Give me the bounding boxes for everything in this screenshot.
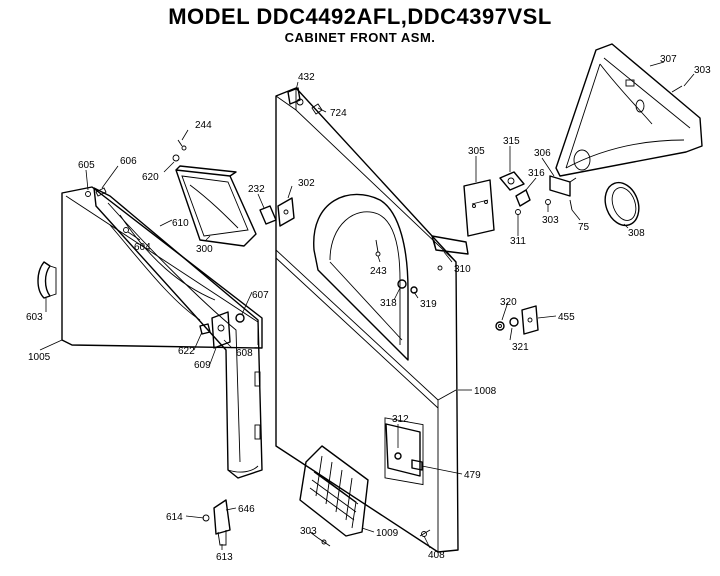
cabinet-front-panel <box>275 87 459 553</box>
kick-grille <box>299 445 369 537</box>
assembly-subtitle: CABINET FRONT ASM. <box>284 30 436 45</box>
label-312: 312 <box>392 414 409 425</box>
screw-408 <box>419 529 431 537</box>
seal-ring-308 <box>604 181 640 227</box>
label-316: 316 <box>528 168 545 179</box>
label-455: 455 <box>558 312 575 323</box>
cover-305 <box>463 179 495 237</box>
parts-315-316-311 <box>499 171 531 215</box>
label-318: 318 <box>380 298 397 309</box>
lamp-parts-318-319 <box>397 279 418 294</box>
label-305: 305 <box>468 146 485 157</box>
label-75: 75 <box>578 222 590 233</box>
door-hinge <box>202 499 231 546</box>
parts-320-321-455 <box>495 305 539 335</box>
label-432: 432 <box>298 72 315 83</box>
label-303: 303 <box>542 215 559 226</box>
switch-232 <box>259 205 277 225</box>
label-232: 232 <box>248 184 265 195</box>
label-610: 610 <box>172 218 189 229</box>
label-620: 620 <box>142 172 159 183</box>
bracket-310 <box>431 235 469 255</box>
screw-303-top <box>671 85 683 93</box>
label-315: 315 <box>503 136 520 147</box>
lint-filter-housing <box>172 139 257 247</box>
part-labels: 307 303 432 724 244 605 606 620 232 302 … <box>26 54 711 563</box>
label-307: 307 <box>660 54 677 65</box>
label-613: 613 <box>216 552 233 563</box>
label-609: 609 <box>194 360 211 371</box>
label-614: 614 <box>166 512 183 523</box>
label-607: 607 <box>252 290 269 301</box>
label-608: 608 <box>236 348 253 359</box>
door-outer-panel <box>61 186 263 349</box>
door-screws <box>85 187 129 233</box>
label-605: 605 <box>78 160 95 171</box>
label-303: 303 <box>300 526 317 537</box>
label-603: 603 <box>26 312 43 323</box>
screws-303-75 <box>545 199 573 211</box>
label-321: 321 <box>512 342 529 353</box>
label-308: 308 <box>628 228 645 239</box>
label-311: 311 <box>510 236 526 247</box>
door-switch <box>385 423 423 477</box>
label-1008: 1008 <box>474 386 497 397</box>
label-1005: 1005 <box>28 352 51 363</box>
door-handle <box>37 261 57 299</box>
label-302: 302 <box>298 178 315 189</box>
label-724: 724 <box>330 108 347 119</box>
label-243: 243 <box>370 266 387 277</box>
label-1009: 1009 <box>376 528 399 539</box>
label-320: 320 <box>500 297 517 308</box>
label-310: 310 <box>454 264 471 275</box>
bracket-306 <box>549 175 577 197</box>
door-latch <box>199 311 245 349</box>
label-303: 303 <box>694 65 711 76</box>
screw-303-bottom <box>317 537 331 547</box>
label-300: 300 <box>196 244 213 255</box>
label-319: 319 <box>420 299 437 310</box>
label-604: 604 <box>134 242 151 253</box>
part-243 <box>375 239 381 257</box>
label-306: 306 <box>534 148 551 159</box>
duct-assembly-307 <box>555 43 703 177</box>
model-title: MODEL DDC4492AFL,DDC4397VSL <box>168 4 552 29</box>
label-408: 408 <box>428 550 445 561</box>
bracket-302 <box>277 197 295 227</box>
label-646: 646 <box>238 504 255 515</box>
leader-lines <box>39 61 695 550</box>
label-244: 244 <box>195 120 212 131</box>
label-606: 606 <box>120 156 137 167</box>
label-622: 622 <box>178 346 195 357</box>
label-479: 479 <box>464 470 481 481</box>
